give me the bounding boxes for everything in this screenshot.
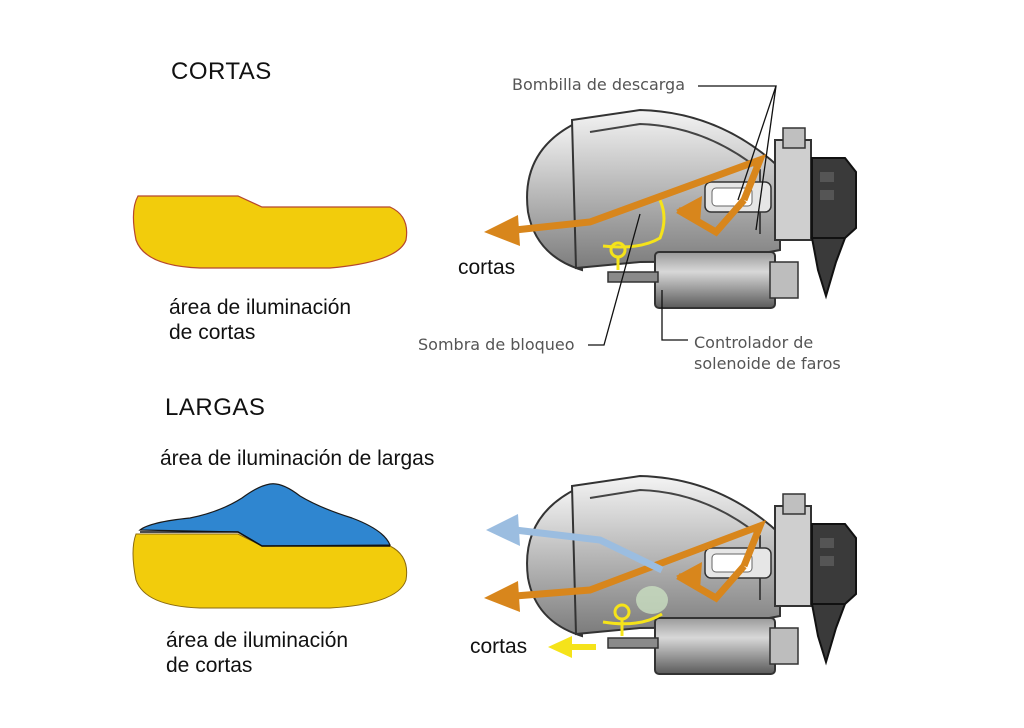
callout-solenoid-line2: solenoide de faros — [694, 354, 841, 373]
high-beam-area-shape — [138, 483, 391, 547]
callout-shade: Sombra de bloqueo — [418, 335, 575, 354]
low-beam-area-label-line1: área de iluminación — [169, 296, 352, 319]
low-beam-area-shape-2 — [132, 533, 408, 609]
section-title-cortas: CORTAS — [171, 58, 272, 85]
beam-label-cortas-bottom: cortas — [470, 635, 528, 658]
low-beam-area-label-line2: de cortas — [169, 321, 256, 344]
low-beam-area-label-bottom: área de iluminación de cortas — [166, 628, 348, 678]
headlamp-bottom — [484, 474, 857, 675]
low-beam-area-label: área de iluminación de cortas — [169, 295, 351, 345]
high-beam-area-label: área de iluminación de largas — [160, 447, 435, 470]
beam-label-cortas-top: cortas — [458, 256, 516, 279]
section-title-largas: LARGAS — [165, 394, 266, 421]
low-beam-area-label-bottom-line1: área de iluminación — [166, 629, 349, 652]
low-beam-area-label-bottom-line2: de cortas — [166, 654, 253, 677]
callout-bulb: Bombilla de descarga — [512, 75, 686, 94]
callout-solenoid-line1: Controlador de — [694, 333, 814, 352]
callout-solenoid: Controlador de solenoide de faros — [694, 332, 841, 374]
callout-lines-top — [588, 85, 777, 346]
low-beam-area-shape — [132, 195, 408, 269]
headlamp-top — [484, 108, 857, 309]
cutoff-line — [140, 531, 390, 547]
